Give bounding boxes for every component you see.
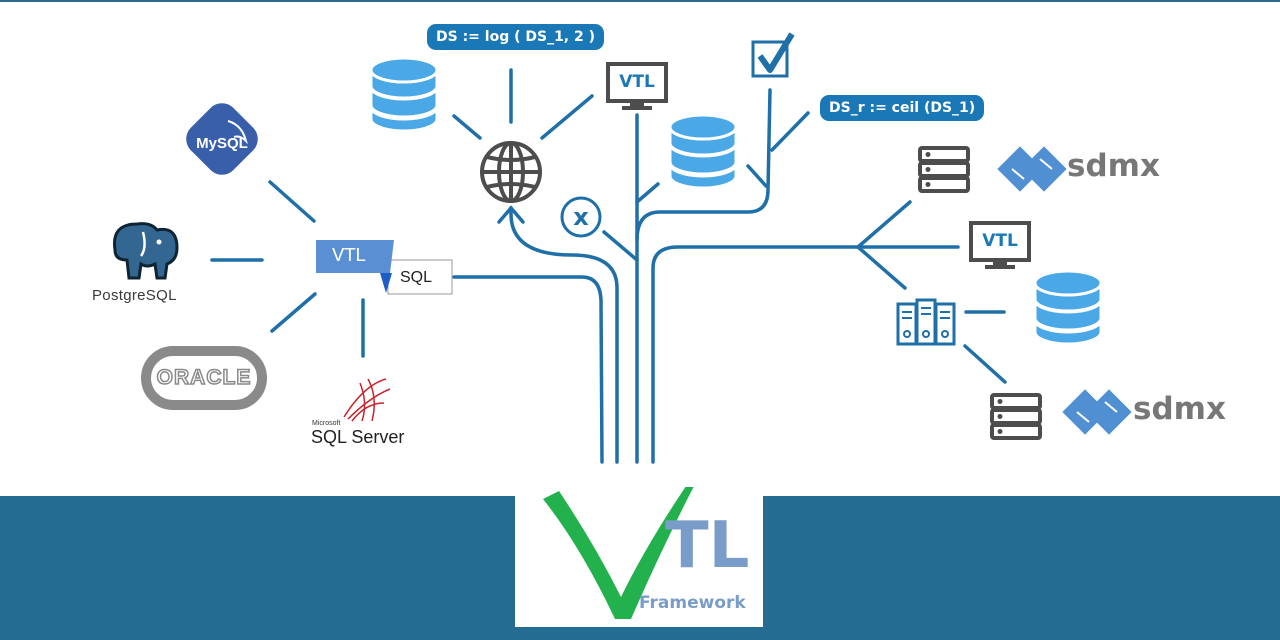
globe-icon: [480, 141, 542, 203]
mysql-logo: [186, 103, 258, 175]
spoke-db-left: [452, 114, 482, 140]
sdmx-label: sdmx: [1067, 148, 1160, 184]
connector-right: [651, 245, 860, 464]
branch-ceil: [770, 111, 810, 152]
database-icon: [1033, 269, 1103, 346]
connector-check: [635, 88, 772, 242]
expr-log-pill: DS := log ( DS_1, 2 ): [427, 24, 605, 50]
connector-mysql: [268, 180, 316, 223]
sdmx-label: sdmx: [1133, 391, 1226, 427]
branch-check-left: [746, 164, 768, 188]
svg-text:x: x: [573, 203, 589, 231]
branch-servers: [856, 245, 907, 290]
mysql-label: MySQL: [196, 135, 248, 152]
vtl-monitor-icon: [606, 62, 668, 110]
server-stack-icon: [918, 146, 970, 193]
connector-oracle: [270, 292, 317, 333]
branch-db: [635, 182, 660, 204]
oracle-label: ORACLE: [156, 365, 252, 390]
globe-arrowhead: [497, 205, 525, 224]
postgresql-elephant-icon: [112, 222, 179, 280]
postgresql-label: PostgreSQL: [92, 287, 177, 304]
connector-globe: [509, 206, 619, 464]
logo-letters: TL: [665, 509, 750, 583]
green-check-icon: [543, 487, 694, 619]
top-rule: [0, 0, 1280, 2]
vtl-sql-translator: [316, 240, 453, 295]
sql-server-vendor: Microsoft: [312, 420, 341, 427]
branch-sdmx-2: [963, 344, 1007, 384]
branch-x: [602, 230, 639, 262]
vtl-monitor-label: VTL: [619, 72, 655, 92]
vtl-monitor-icon: [969, 221, 1031, 269]
expr-ceil-pill: DS_r := ceil (DS_1): [820, 95, 985, 121]
connector-translator: [452, 275, 604, 464]
sdmx-logo-icon: [1062, 389, 1132, 435]
branch-sdmx-1: [856, 200, 912, 249]
sql-server-label: SQL Server: [311, 427, 405, 447]
database-icon: [668, 113, 738, 190]
sql-server-icon: [343, 378, 391, 422]
spoke-monitor: [540, 94, 594, 140]
translator-target-label: SQL: [400, 269, 433, 286]
server-stack-icon: [990, 393, 1042, 440]
vtl-framework-logo: TL Framework: [515, 487, 763, 627]
close-x-icon: x: [560, 196, 602, 238]
checkbox-icon: [751, 32, 795, 78]
logo-subtitle: Framework: [639, 593, 746, 613]
server-towers-icon: [896, 298, 956, 346]
oracle-logo: [141, 346, 267, 410]
sdmx-logo-icon: [997, 146, 1067, 192]
database-icon: [369, 56, 439, 133]
vtl-monitor-label: VTL: [982, 231, 1018, 251]
translator-source-label: VTL: [332, 245, 366, 266]
